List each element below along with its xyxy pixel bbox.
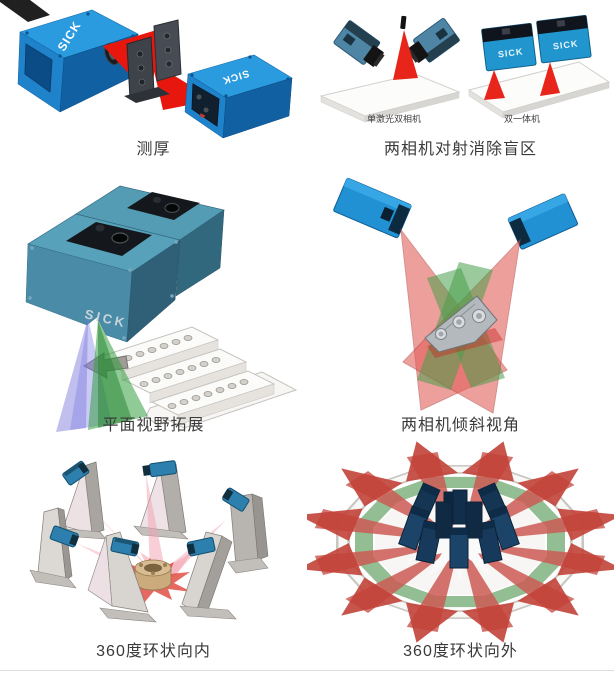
figure-tilted-view: 两相机倾斜视角 [307, 170, 614, 440]
single-laser-dual-camera-setup [319, 15, 461, 123]
front-camera: SICK [25, 213, 181, 343]
camera-stand [179, 531, 237, 620]
figure-caption: 测厚 [136, 141, 171, 158]
opposed-cameras-illustration: SICK SICK [319, 14, 611, 123]
figure-caption: 两相机对射消除盲区 [383, 141, 537, 158]
laser-fan [393, 30, 418, 80]
inspected-part [134, 559, 172, 591]
dual-integrated-setup: SICK SICK [467, 14, 611, 119]
figure-caption: 360度环状向外 [403, 643, 518, 660]
laser-fans [56, 318, 148, 432]
sample-trays [94, 326, 298, 429]
laser-fan [540, 62, 560, 96]
sick-camera-box: SICK [536, 14, 592, 64]
ring-outward-illustration [307, 440, 614, 647]
sick-logo: SICK [552, 38, 579, 51]
cable [0, 0, 50, 22]
left-camera [333, 177, 412, 239]
figure-thickness: SICK [0, 0, 307, 170]
back-camera [75, 185, 225, 297]
figure-opposed-cameras: SICK SICK 单激光双相机 双一体机 两相机对射消除盲区 [307, 0, 614, 170]
sick-camera-box: SICK [481, 22, 537, 72]
figure-ring-outward: 360度环状向外 [307, 440, 614, 673]
tilted-view-illustration [333, 177, 579, 414]
right-camera [507, 193, 579, 250]
measured-part [124, 19, 182, 103]
sick-logo: SICK [497, 46, 524, 59]
bracket-part [424, 295, 503, 358]
camera-stand [87, 531, 157, 623]
camera-cluster [398, 482, 520, 569]
figure-ring-inward: 360度环状向内 [0, 440, 307, 673]
right-camera: SICK [184, 54, 293, 139]
camera-stand [133, 460, 189, 540]
camera-stand [29, 507, 80, 589]
laser-fan [484, 70, 505, 100]
fov-expansion-illustration: SICK [25, 185, 298, 432]
sublabel-dual-integrated: 双一体机 [503, 114, 540, 124]
left-tilted-camera [333, 20, 385, 67]
figure-caption: 360度环状向内 [96, 643, 211, 660]
camera-stand [222, 487, 269, 574]
laser-pointer [400, 15, 407, 30]
ring-inward-illustration [29, 460, 269, 623]
figure-caption: 平面视野拓展 [102, 417, 205, 434]
bottom-divider [0, 670, 614, 671]
figure-caption: 两相机倾斜视角 [400, 417, 520, 434]
sublabel-single-laser: 单激光双相机 [366, 114, 421, 124]
figure-fov-expansion: SICK [0, 170, 307, 440]
thickness-illustration: SICK [0, 0, 293, 139]
right-tilted-camera [407, 18, 460, 63]
